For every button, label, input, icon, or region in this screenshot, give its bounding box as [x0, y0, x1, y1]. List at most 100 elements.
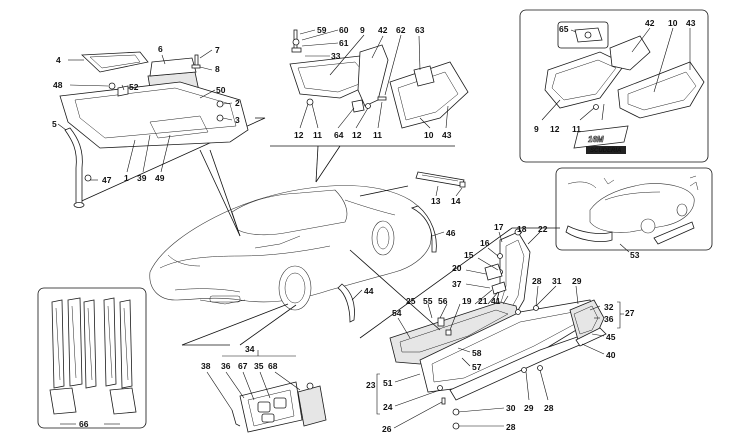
label-35: 35 [254, 361, 264, 371]
label-62: 62 [396, 25, 406, 35]
engine-lining-leaders [299, 29, 449, 129]
switch-panel-labels: 34 38 36 67 35 68 [201, 344, 278, 371]
label-14: 14 [451, 196, 461, 206]
label-36-right: 36 [604, 314, 614, 324]
label-26: 26 [382, 424, 392, 434]
label-49: 49 [155, 173, 165, 183]
label-12-top-b: 12 [352, 130, 362, 140]
side-sill-leaders [393, 231, 605, 429]
floor-mats-box: 66 [37, 287, 147, 429]
label-29-a: 29 [572, 276, 582, 286]
leader-53 [619, 243, 630, 253]
label-48: 48 [53, 80, 63, 90]
front-compartment-group [59, 51, 266, 208]
label-10-top: 10 [424, 130, 434, 140]
label-54: 54 [392, 308, 402, 318]
label-67: 67 [238, 361, 248, 371]
front-compartment-leaders [57, 49, 233, 181]
label-61: 61 [339, 38, 349, 48]
label-11-top: 11 [313, 130, 322, 140]
label-47: 47 [102, 175, 112, 185]
label-37: 37 [452, 279, 462, 289]
label-3: 3 [235, 115, 240, 125]
label-12-top: 12 [294, 130, 304, 140]
label-16: 16 [480, 238, 490, 248]
switch-panel-group [181, 303, 327, 433]
engine-lining-group [270, 29, 469, 147]
label-7: 7 [215, 45, 220, 55]
scuderia-labels: 65 42 10 43 9 12 11 [534, 18, 696, 134]
label-42-top: 42 [378, 25, 388, 35]
label-12-right: 12 [550, 124, 560, 134]
label-68: 68 [268, 361, 278, 371]
label-11-top-b: 11 [373, 130, 382, 140]
scuderia-leaders [541, 27, 691, 121]
engine-lining-labels: 59 60 61 33 9 42 62 63 12 11 64 12 11 10… [294, 25, 452, 140]
label-53: 53 [630, 250, 640, 260]
label-27: 27 [625, 308, 635, 318]
label-21: 21 [478, 296, 488, 306]
label-40: 40 [606, 350, 616, 360]
label-44: 44 [364, 286, 374, 296]
scuderia-logo-main: 16M [588, 135, 604, 144]
label-51: 51 [383, 378, 393, 388]
label-25: 25 [406, 296, 416, 306]
label-64: 64 [334, 130, 344, 140]
scuderia-logo-sub: SCUDERIA [590, 148, 621, 154]
front-compartment-labels: 4 6 7 8 48 52 50 2 3 5 47 1 39 49 [52, 44, 240, 185]
label-38: 38 [201, 361, 211, 371]
car-illustration [149, 185, 432, 311]
label-28-c: 28 [506, 422, 516, 432]
label-46: 46 [446, 228, 456, 238]
label-52: 52 [129, 82, 139, 92]
label-28-a: 28 [532, 276, 542, 286]
label-60: 60 [339, 25, 349, 35]
label-59: 59 [317, 25, 327, 35]
label-45: 45 [606, 332, 616, 342]
label-58: 58 [472, 348, 482, 358]
label-11-right: 11 [572, 124, 581, 134]
label-6: 6 [158, 44, 163, 54]
label-55: 55 [423, 296, 433, 306]
label-65: 65 [559, 24, 569, 34]
label-10-right: 10 [668, 18, 678, 28]
label-42-right: 42 [645, 18, 655, 28]
scuderia-version-box: 16M SCUDERIA [519, 9, 709, 163]
label-24: 24 [383, 402, 393, 412]
label-13: 13 [431, 196, 441, 206]
label-30: 30 [506, 403, 516, 413]
label-56: 56 [438, 296, 448, 306]
label-66: 66 [79, 419, 89, 429]
label-20: 20 [452, 263, 462, 273]
label-9-right: 9 [534, 124, 539, 134]
label-1: 1 [124, 173, 129, 183]
label-29-b: 29 [524, 403, 534, 413]
label-33: 33 [331, 51, 341, 61]
label-41: 41 [491, 296, 501, 306]
label-9-top: 9 [360, 25, 365, 35]
label-34: 34 [245, 344, 255, 354]
label-15: 15 [464, 250, 474, 260]
label-39: 39 [137, 173, 147, 183]
label-17: 17 [494, 222, 504, 232]
label-36: 36 [221, 361, 231, 371]
label-31: 31 [552, 276, 562, 286]
label-32: 32 [604, 302, 614, 312]
label-8: 8 [215, 64, 220, 74]
label-50: 50 [216, 85, 226, 95]
label-22: 22 [538, 224, 548, 234]
side-sill-labels: 17 18 22 16 15 20 37 25 55 56 19 21 41 5… [366, 222, 635, 434]
label-23: 23 [366, 380, 376, 390]
label-2: 2 [235, 98, 240, 108]
label-57: 57 [472, 362, 482, 372]
label-28-b: 28 [544, 403, 554, 413]
label-18: 18 [517, 224, 527, 234]
label-43-top: 43 [442, 130, 452, 140]
trim-parts: 13 14 46 44 [337, 171, 466, 323]
sticker-kit-box [555, 167, 713, 251]
label-5: 5 [52, 119, 57, 129]
label-43-right: 43 [686, 18, 696, 28]
label-63: 63 [415, 25, 425, 35]
side-sill-group [359, 227, 607, 430]
